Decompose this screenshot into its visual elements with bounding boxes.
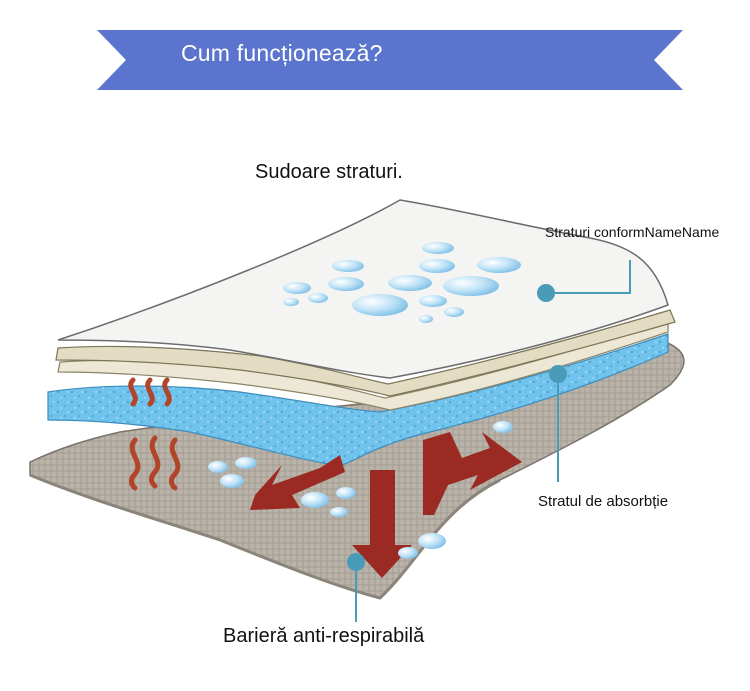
callout-dot-barrier	[347, 553, 365, 571]
label-conform-layers: Straturi conformNameName	[545, 224, 720, 240]
callout-dot-absorb	[549, 365, 567, 383]
absorption-layer	[47, 333, 669, 467]
banner-title: Cum funcționează?	[181, 40, 383, 66]
title-ribbon	[97, 30, 683, 90]
arrow-right	[423, 432, 522, 515]
ribbon-shape	[97, 30, 683, 90]
label-absorption-layer: Stratul de absorbție	[538, 493, 669, 510]
callout-dot-conform	[537, 284, 555, 302]
arrow-down	[352, 470, 412, 578]
label-sweat-layers: Sudoare straturi.	[255, 161, 403, 183]
heat-waves	[128, 377, 181, 491]
label-anti-breathable-barrier: Barieră anti-respirabilă	[223, 625, 425, 647]
top-droplets	[283, 242, 521, 323]
arrow-left	[250, 455, 345, 510]
callouts	[355, 260, 631, 622]
top-layer	[57, 199, 669, 379]
sweat-arrows	[250, 432, 522, 578]
bottom-droplets	[208, 421, 513, 559]
callout-line-conform	[546, 260, 631, 294]
